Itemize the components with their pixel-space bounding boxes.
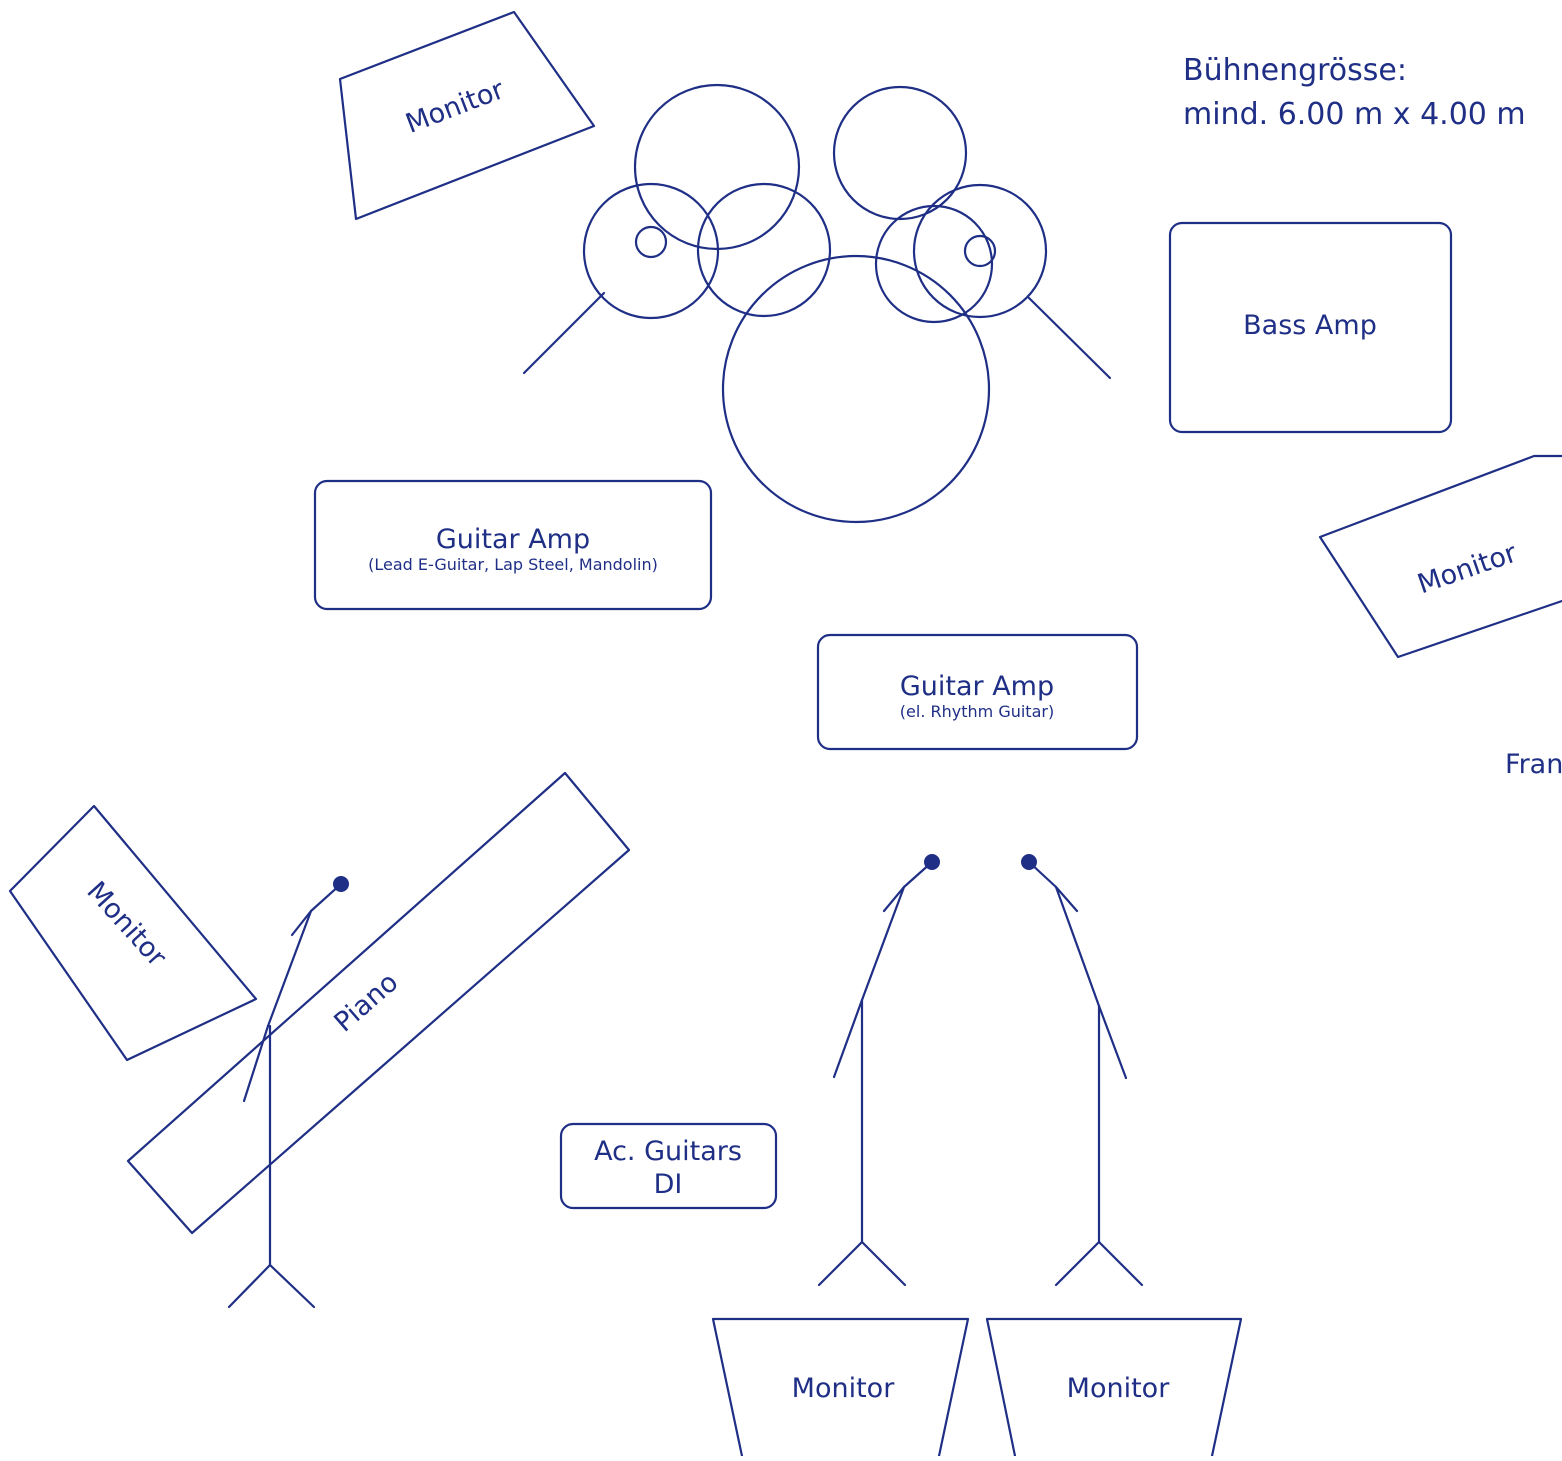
hihat-left-center	[634, 225, 668, 259]
monitor-bottom-left-label: Monitor	[792, 1373, 896, 1404]
stage-size-line1: Bühnengrösse:	[1183, 53, 1407, 88]
mic-cr-boom	[1027, 860, 1101, 1008]
mic-cl-boom-tail	[832, 998, 864, 1079]
monitor-top-left-shape	[338, 10, 596, 221]
guitar-amp-lead-sub: (Lead E-Guitar, Lap Steel, Mandolin)	[368, 555, 658, 574]
front-label-partial: Fran	[1505, 749, 1562, 780]
hihat-right	[912, 183, 1048, 319]
monitor-left-shape	[8, 804, 258, 1062]
guitar-amp-lead: Guitar Amp (Lead E-Guitar, Lap Steel, Ma…	[313, 479, 713, 611]
ac-guitars-di-label1: Ac. Guitars	[594, 1136, 742, 1167]
monitor-left: Monitor	[8, 804, 258, 1062]
guitar-amp-rhythm-box	[816, 633, 1139, 751]
stand-leg-left	[522, 291, 606, 375]
guitar-amp-lead-box	[313, 479, 713, 611]
bass-drum	[721, 254, 991, 524]
bass-amp-box	[1168, 221, 1453, 434]
guitar-amp-lead-label: Guitar Amp	[436, 524, 590, 555]
monitor-right-shape	[1318, 454, 1562, 659]
monitor-right-label: Monitor	[1414, 537, 1522, 600]
monitor-bottom-right-shape	[985, 1317, 1243, 1458]
guitar-amp-rhythm-sub: (el. Rhythm Guitar)	[900, 702, 1054, 721]
mic-cr-boom-tail	[1097, 1004, 1128, 1080]
monitor-top-left: Monitor	[338, 10, 596, 221]
piano-shape	[126, 771, 631, 1235]
piano: Piano	[126, 771, 631, 1235]
stand-leg-right	[1027, 296, 1112, 380]
ac-guitars-di: Ac. Guitars DI	[559, 1122, 778, 1210]
monitor-top-left-label: Monitor	[401, 74, 509, 140]
mic-stand-center-right	[1021, 854, 1144, 1287]
mic-cr-base	[1054, 1240, 1144, 1287]
drum-kit	[522, 83, 1112, 524]
monitor-left-label: Monitor	[80, 876, 172, 974]
hihat-left	[582, 182, 720, 320]
mic-cr-tick	[1054, 885, 1079, 913]
mic-cl-base	[817, 1240, 907, 1287]
mic-cl-tick	[882, 885, 906, 913]
mic-cl-boom	[860, 860, 934, 1002]
monitor-bottom-left-shape	[711, 1317, 970, 1458]
bass-amp: Bass Amp	[1168, 221, 1453, 434]
monitor-bottom-left: Monitor	[711, 1317, 970, 1458]
mic-piano-boom-tail	[242, 1024, 270, 1103]
mic-stand-piano	[227, 876, 349, 1309]
monitor-right: Monitor	[1318, 454, 1562, 659]
mic-stand-center-left	[817, 854, 940, 1287]
monitor-bottom-right-label: Monitor	[1067, 1373, 1171, 1404]
floor-tom	[874, 204, 994, 324]
mic-piano-tick	[290, 909, 313, 937]
bass-amp-label: Bass Amp	[1243, 310, 1377, 341]
mic-piano-base	[227, 1263, 316, 1309]
ac-guitars-di-label2: DI	[654, 1169, 683, 1200]
stage-size-line2: mind. 6.00 m x 4.00 m	[1183, 97, 1526, 132]
ac-guitars-di-box	[559, 1122, 778, 1210]
rack-tom	[696, 182, 832, 318]
crash-cymbal	[633, 83, 801, 251]
guitar-amp-rhythm: Guitar Amp (el. Rhythm Guitar)	[816, 633, 1139, 751]
guitar-amp-rhythm-label: Guitar Amp	[900, 671, 1054, 702]
ride-cymbal	[832, 85, 968, 221]
piano-label: Piano	[329, 967, 405, 1039]
monitor-bottom-right: Monitor	[985, 1317, 1243, 1458]
hihat-right-center	[963, 234, 997, 268]
